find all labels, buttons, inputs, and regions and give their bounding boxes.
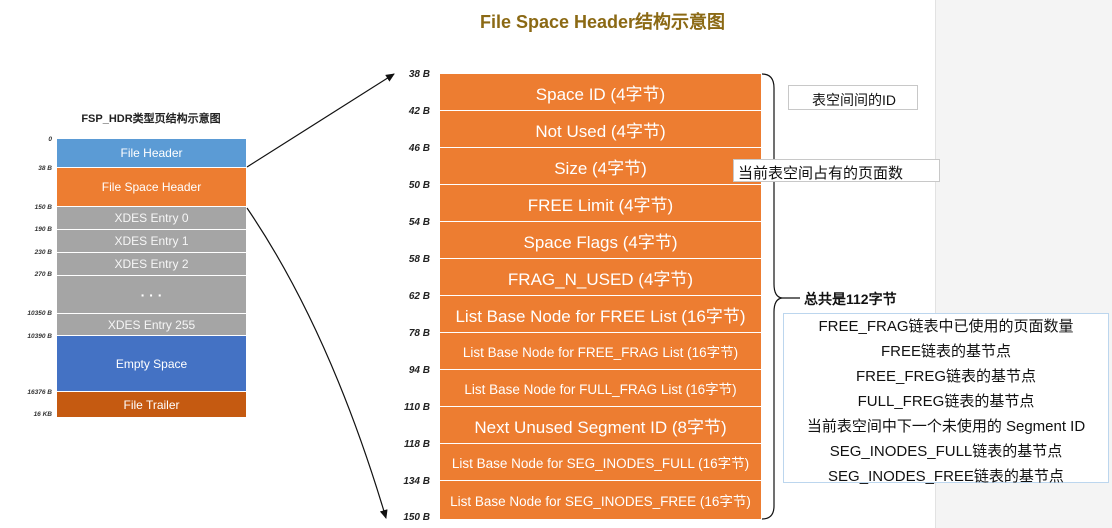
right-offset-label: 50 B (408, 180, 430, 191)
total-size-brace (761, 73, 783, 520)
left-offset-label: 230 B (34, 249, 52, 256)
arrow-header-start (246, 73, 395, 168)
field-size: Size (4字节) (440, 148, 761, 185)
description-item: SEG_INODES_FULL链表的基节点 (829, 443, 1063, 460)
field-not-used: Not Used (4字节) (440, 111, 761, 148)
left-offset-label: 16376 B (27, 389, 52, 396)
left-offset-label: 0 (48, 136, 52, 143)
right-offset-label: 42 B (408, 106, 430, 117)
field-free-frag-list-base-node: List Base Node for FREE_FRAG List (16字节) (440, 333, 761, 370)
field-next-unused-segment-id: Next Unused Segment ID (8字节) (440, 407, 761, 444)
description-item: FREE_FRAG链表中已使用的页面数量 (818, 318, 1074, 335)
field-free-limit: FREE Limit (4字节) (440, 185, 761, 222)
right-offset-label: 58 B (408, 254, 430, 265)
note-total-size: 总共是112字节 (804, 291, 897, 307)
block-file-trailer: File Trailer (57, 392, 246, 417)
arrow-header-end (246, 207, 388, 519)
left-offset-label: 10390 B (27, 333, 52, 340)
left-offset-label: 10350 B (27, 310, 52, 317)
block-xdes-entry-255: XDES Entry 255 (57, 314, 246, 336)
right-offset-label: 134 B (403, 476, 430, 487)
left-offset-label: 150 B (34, 204, 52, 211)
right-offset-label: 46 B (408, 143, 430, 154)
right-offset-label: 110 B (404, 402, 430, 413)
field-frag-n-used: FRAG_N_USED (4字节) (440, 259, 761, 296)
right-offset-label: 150 B (403, 512, 430, 523)
field-space-id: Space ID (4字节) (440, 74, 761, 111)
block-xdes-entry-2: XDES Entry 2 (57, 253, 246, 276)
block-ellipsis: · · · (57, 276, 246, 314)
description-item: FREE链表的基节点 (880, 343, 1011, 360)
field-description-list: FREE_FRAG链表中已使用的页面数量 FREE链表的基节点 FREE_FRE… (783, 313, 1109, 485)
block-empty-space: Empty Space (57, 336, 246, 392)
field-full-frag-list-base-node: List Base Node for FULL_FRAG List (16字节) (440, 370, 761, 407)
field-free-list-base-node: List Base Node for FREE List (16字节) (440, 296, 761, 333)
description-item: FULL_FREG链表的基节点 (857, 393, 1035, 410)
description-item: 当前表空间中下一个未使用的 Segment ID (806, 418, 1086, 435)
right-offset-label: 94 B (408, 365, 430, 376)
block-xdes-entry-0: XDES Entry 0 (57, 207, 246, 230)
diagram-title: File Space Header结构示意图 (479, 12, 726, 32)
block-file-header: File Header (57, 139, 246, 168)
left-offset-label: 16 KB (33, 411, 52, 418)
note-size: 当前表空间占有的页面数 (733, 159, 940, 182)
left-subtitle: FSP_HDR类型页结构示意图 (81, 113, 221, 125)
right-offset-label: 78 B (408, 328, 430, 339)
field-seg-inodes-full-base-node: List Base Node for SEG_INODES_FULL (16字节… (440, 444, 761, 481)
left-offset-label: 270 B (34, 271, 52, 278)
description-item: FREE_FREG链表的基节点 (855, 368, 1036, 385)
field-space-flags: Space Flags (4字节) (440, 222, 761, 259)
right-offset-label: 118 B (404, 439, 430, 450)
right-offset-label: 38 B (408, 69, 430, 80)
left-offset-label: 190 B (34, 226, 52, 233)
description-item: SEG_INODES_FREE链表的基节点 (828, 468, 1064, 485)
block-file-space-header: File Space Header (57, 168, 246, 207)
right-offset-label: 62 B (408, 291, 430, 302)
block-xdes-entry-1: XDES Entry 1 (57, 230, 246, 253)
note-space-id: 表空间间的ID (788, 85, 918, 110)
field-seg-inodes-free-base-node: List Base Node for SEG_INODES_FREE (16字节… (440, 481, 761, 519)
right-offset-label: 54 B (408, 217, 430, 228)
left-offset-label: 38 B (38, 165, 52, 172)
